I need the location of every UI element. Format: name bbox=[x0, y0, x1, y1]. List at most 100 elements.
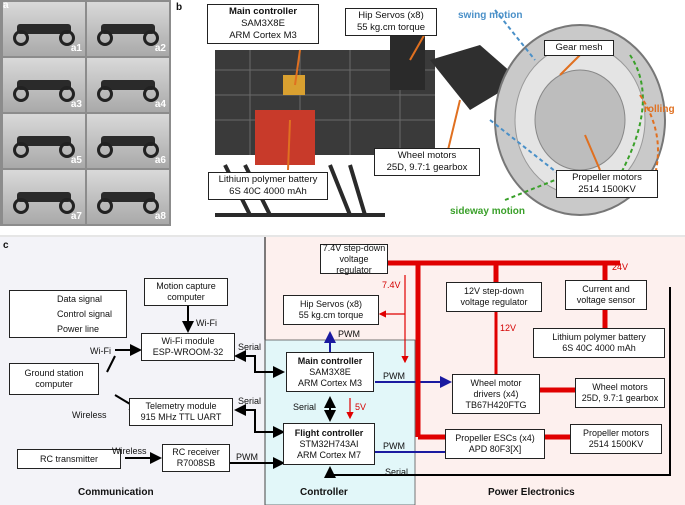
sideway-motion-label: sideway motion bbox=[450, 206, 526, 217]
edge-5v: 5V bbox=[355, 402, 367, 412]
swing-motion-label: swing motion bbox=[458, 10, 523, 21]
current-sensor-line1: Current and bbox=[582, 284, 630, 294]
photo-a1: a1 bbox=[3, 2, 85, 56]
wifi-module-line2: ESP-WROOM-32 bbox=[152, 347, 224, 357]
ground-station-block: Ground station computer bbox=[9, 363, 99, 395]
legend-power-line: Power line bbox=[57, 324, 100, 334]
panel-letter-c: c bbox=[3, 240, 9, 251]
telemetry-line2: 915 MHz TTL UART bbox=[140, 412, 222, 422]
render-gear-mesh-label: Gear mesh bbox=[544, 40, 614, 56]
edge-24v: 24V bbox=[612, 262, 629, 272]
render-main-controller-label: Main controller SAM3X8E ARM Cortex M3 bbox=[207, 4, 319, 44]
render-battery-label: Lithium polymer battery 6S 40C 4000 mAh bbox=[208, 172, 328, 200]
motion-capture-line2: computer bbox=[167, 292, 205, 302]
rc-transmitter-label: RC transmitter bbox=[39, 453, 98, 464]
photo-a5: a5 bbox=[3, 114, 85, 168]
propeller-escs-line2: APD 80F3[X] bbox=[468, 444, 522, 454]
main-controller-title: Main controller bbox=[297, 355, 363, 366]
flight-controller-core: ARM Cortex M7 bbox=[296, 449, 361, 460]
battery-block: Lithium polymer battery 6S 40C 4000 mAh bbox=[533, 328, 665, 358]
wheel-motors-line1: Wheel motors bbox=[592, 382, 648, 392]
regulator-74v-line1: 7.4V step-down bbox=[322, 242, 386, 253]
telemetry-block: Telemetry module 915 MHz TTL UART bbox=[129, 398, 233, 426]
edge-pwm-servo: PWM bbox=[338, 329, 360, 339]
wheel-motors-block: Wheel motors 25D, 9.7:1 gearbox bbox=[575, 378, 665, 408]
wheel-motors-line2: 25D, 9.7:1 gearbox bbox=[581, 393, 659, 403]
legend-control-signal: Control signal bbox=[57, 309, 113, 319]
rc-receiver-block: RC receiver R7008SB bbox=[162, 444, 230, 472]
render-wheel-motors-name: Wheel motors bbox=[397, 150, 457, 161]
edge-wifi-top: Wi-Fi bbox=[196, 318, 217, 328]
render-main-controller-title: Main controller bbox=[228, 6, 298, 17]
panel-letter-b: b bbox=[176, 2, 183, 13]
legend-box bbox=[9, 290, 127, 338]
regulator-74v-line2: voltage regulator bbox=[336, 253, 372, 275]
main-controller-block: Main controller SAM3X8E ARM Cortex M3 bbox=[286, 352, 374, 392]
photo-a8: a8 bbox=[87, 170, 169, 224]
edge-wireless-rc: Wireless bbox=[112, 446, 147, 456]
hip-servos-line2: 55 kg.cm torque bbox=[298, 310, 364, 320]
render-propeller-motors-name: Propeller motors bbox=[572, 172, 642, 183]
render-wheel-motors-spec: 25D, 9.7:1 gearbox bbox=[386, 162, 468, 173]
regulator-12v-line1: 12V step-down bbox=[463, 286, 525, 296]
rc-transmitter-block: RC transmitter bbox=[17, 449, 121, 469]
section-power-electronics: Power Electronics bbox=[488, 487, 575, 498]
render-gear-mesh-text: Gear mesh bbox=[555, 42, 603, 53]
rc-receiver-line1: RC receiver bbox=[172, 447, 220, 457]
main-controller-chip: SAM3X8E bbox=[309, 366, 351, 377]
edge-serial-mid: Serial bbox=[293, 402, 317, 412]
section-controller: Controller bbox=[300, 487, 348, 498]
photo-a6: a6 bbox=[87, 114, 169, 168]
regulator-12v-line2: voltage regulator bbox=[460, 297, 528, 307]
main-controller-core: ARM Cortex M3 bbox=[297, 377, 362, 388]
ground-station-line1: Ground station bbox=[24, 368, 84, 378]
render-main-controller-chip: SAM3X8E bbox=[241, 18, 285, 29]
section-communication: Communication bbox=[78, 487, 154, 498]
propeller-motors-line2: 2514 1500KV bbox=[588, 439, 644, 449]
wheel-drivers-line2: drivers (x4) bbox=[473, 388, 519, 399]
render-battery-name: Lithium polymer battery bbox=[218, 174, 318, 185]
wifi-module-line1: Wi-Fi module bbox=[161, 336, 215, 346]
render-battery-spec: 6S 40C 4000 mAh bbox=[229, 186, 307, 197]
edge-pwm-prop: PWM bbox=[383, 441, 405, 451]
edge-pwm-wheel: PWM bbox=[383, 371, 405, 381]
current-sensor-block: Current and voltage sensor bbox=[565, 280, 647, 310]
wheel-drivers-line3: TB67H420FTG bbox=[465, 399, 527, 410]
photo-a4: a4 bbox=[87, 58, 169, 112]
edge-wireless-left: Wireless bbox=[72, 410, 107, 420]
propeller-motors-line1: Propeller motors bbox=[582, 428, 650, 438]
current-sensor-line2: voltage sensor bbox=[576, 295, 636, 305]
flight-controller-block: Flight controller STM32H743AI ARM Cortex… bbox=[283, 423, 375, 465]
render-propeller-motors-spec: 2514 1500KV bbox=[578, 184, 636, 195]
edge-12v: 12V bbox=[500, 323, 517, 333]
render-main-controller-core: ARM Cortex M3 bbox=[229, 30, 297, 41]
hip-servos-block: Hip Servos (x8) 55 kg.cm torque bbox=[283, 295, 379, 325]
flight-controller-title: Flight controller bbox=[294, 427, 364, 438]
rolling-label: rolling bbox=[644, 104, 675, 115]
propeller-motors-block: Propeller motors 2514 1500KV bbox=[570, 424, 662, 454]
telemetry-line1: Telemetry module bbox=[145, 401, 217, 411]
propeller-escs-block: Propeller ESCs (x4) APD 80F3[X] bbox=[445, 429, 545, 459]
edge-pwm-rc: PWM bbox=[236, 452, 258, 462]
battery-line1: Lithium polymer battery bbox=[552, 332, 646, 342]
render-propeller-motors-label: Propeller motors 2514 1500KV bbox=[556, 170, 658, 198]
render-hip-servos-name: Hip Servos (x8) bbox=[358, 10, 424, 21]
hip-servos-line1: Hip Servos (x8) bbox=[299, 299, 362, 309]
battery-line2: 6S 40C 4000 mAh bbox=[562, 343, 636, 353]
panel-letter-a: a bbox=[3, 0, 9, 11]
wifi-module-block: Wi-Fi module ESP-WROOM-32 bbox=[141, 333, 235, 361]
photo-a2: a2 bbox=[87, 2, 169, 56]
edge-serial-telemetry: Serial bbox=[238, 396, 262, 406]
photo-grid: a1 a2 a3 a4 a5 a6 a7 a8 bbox=[0, 0, 171, 226]
propeller-escs-line1: Propeller ESCs (x4) bbox=[455, 433, 535, 443]
edge-wifi-left: Wi-Fi bbox=[90, 346, 111, 356]
photo-a7: a7 bbox=[3, 170, 85, 224]
wheel-drivers-line1: Wheel motor bbox=[470, 377, 522, 388]
edge-7v4: 7.4V bbox=[382, 280, 401, 290]
photo-a3: a3 bbox=[3, 58, 85, 112]
render-wheel-motors-label: Wheel motors 25D, 9.7:1 gearbox bbox=[374, 148, 480, 176]
regulator-74v-block: 7.4V step-down voltage regulator bbox=[320, 242, 388, 275]
render-hip-servos-label: Hip Servos (x8) 55 kg.cm torque bbox=[345, 8, 437, 36]
motion-capture-line1: Motion capture bbox=[156, 281, 216, 291]
